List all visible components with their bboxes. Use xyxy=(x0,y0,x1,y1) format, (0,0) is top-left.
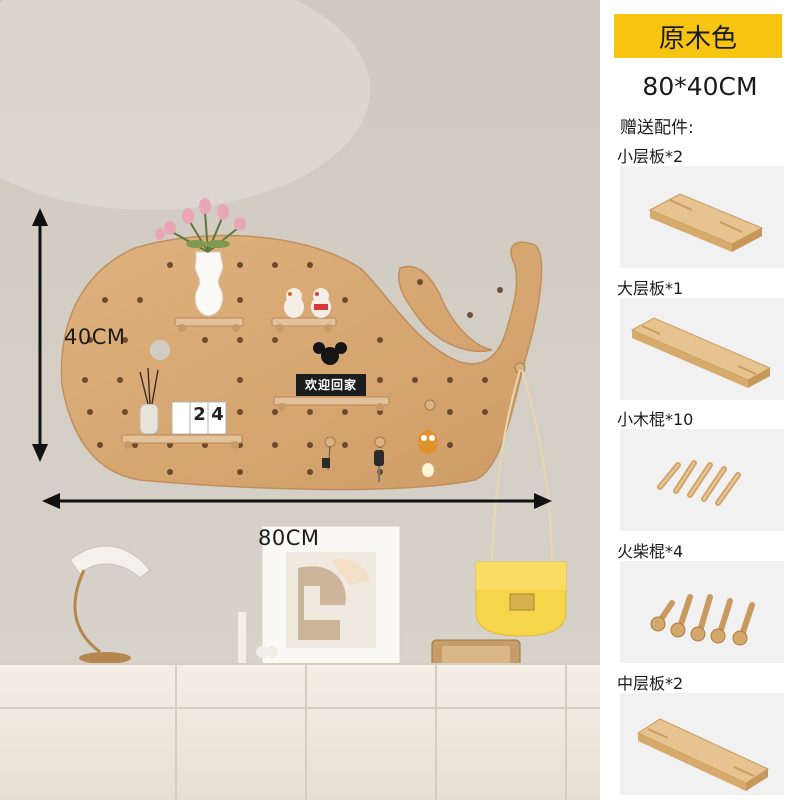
cat-figurines xyxy=(284,288,331,318)
accessory-image-large-shelf xyxy=(620,298,784,400)
height-dimension-arrow xyxy=(32,208,48,462)
height-label: 40CM xyxy=(64,325,126,349)
welcome-sign-text: 欢迎回家 xyxy=(304,378,357,392)
hanging-handbag xyxy=(475,369,567,637)
vase-flowers xyxy=(155,198,246,317)
picture-frame xyxy=(261,525,401,667)
accessory-image-small-sticks xyxy=(620,429,784,531)
welcome-sign xyxy=(296,342,366,396)
owl-figurine xyxy=(418,430,438,454)
desk-lamp xyxy=(69,545,151,664)
hanging-keys xyxy=(322,445,434,482)
reed-diffuser xyxy=(139,367,159,435)
color-name: 原木色 xyxy=(658,23,737,54)
accessory-image-match-sticks xyxy=(620,561,784,663)
accessory-label-match-sticks: 火柴棍*4 xyxy=(617,542,684,561)
calendar-digit-2: 4 xyxy=(211,404,224,425)
small-ornament xyxy=(256,646,278,658)
gifts-title: 赠送配件: xyxy=(620,118,694,138)
size-text: 80*40CM xyxy=(642,72,758,101)
color-badge: 原木色 xyxy=(614,14,782,58)
accessory-label-large-shelf: 大层板*1 xyxy=(617,279,684,298)
calendar-digit-1: 2 xyxy=(193,404,206,425)
product-scene: 欢迎回家 2 4 40CM 80CM xyxy=(0,0,600,800)
cabinet xyxy=(0,663,600,800)
accessory-image-medium-shelf xyxy=(620,693,784,795)
scene-illustration xyxy=(0,0,600,800)
accessory-label-small-sticks: 小木棍*10 xyxy=(617,410,694,429)
shelf-top-right xyxy=(271,317,337,327)
flip-calendar xyxy=(171,401,227,435)
width-label: 80CM xyxy=(258,526,320,550)
accessory-label-small-shelf: 小层板*2 xyxy=(617,147,684,166)
candle xyxy=(238,612,246,664)
accessory-panel xyxy=(600,0,800,800)
width-dimension-arrow xyxy=(42,493,552,509)
accessory-image-small-shelf xyxy=(620,166,784,268)
shelf-bottom xyxy=(121,434,243,444)
accessory-label-medium-shelf: 中层板*2 xyxy=(617,674,684,693)
shelf-middle xyxy=(273,396,390,406)
speaker xyxy=(431,639,521,671)
shelf-top-left xyxy=(174,317,244,327)
